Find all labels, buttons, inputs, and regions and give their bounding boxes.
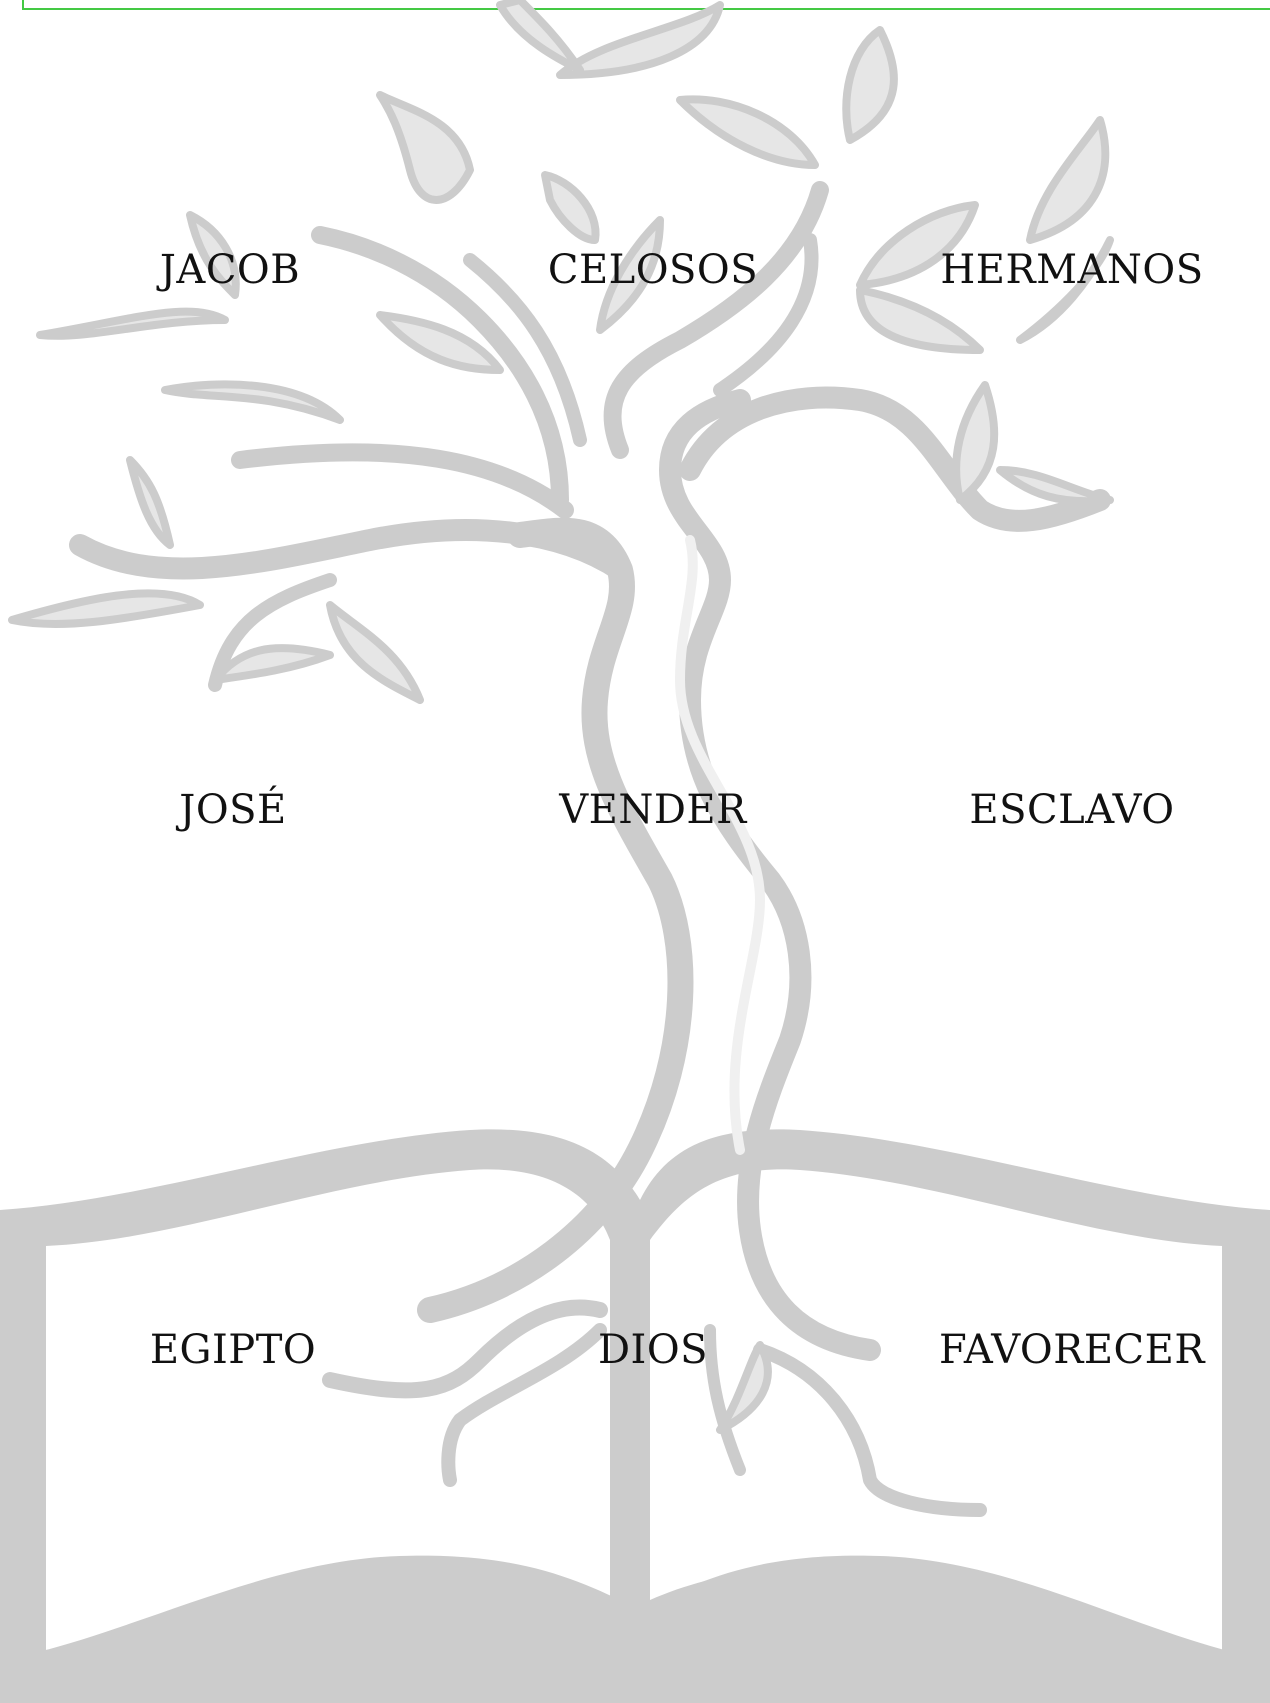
open-book-graphic bbox=[0, 1129, 1270, 1703]
word-vender: VENDER bbox=[559, 787, 746, 833]
word-egipto: EGIPTO bbox=[150, 1327, 316, 1373]
word-jacob: JACOB bbox=[160, 247, 300, 293]
word-dios: DIOS bbox=[598, 1327, 708, 1373]
word-favorecer: FAVORECER bbox=[939, 1327, 1205, 1373]
word-celosos: CELOSOS bbox=[548, 247, 758, 293]
word-jose: JOSÉ bbox=[179, 787, 286, 833]
word-hermanos: HERMANOS bbox=[940, 247, 1203, 293]
word-esclavo: ESCLAVO bbox=[969, 787, 1174, 833]
